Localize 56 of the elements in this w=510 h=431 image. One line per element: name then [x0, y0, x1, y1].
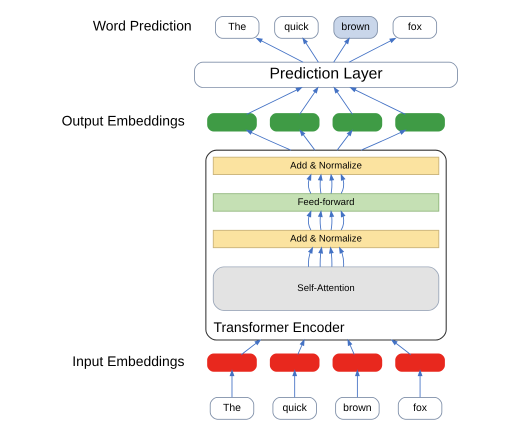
arrow	[317, 173, 322, 194]
arrow	[306, 210, 311, 230]
arrow	[348, 87, 406, 115]
arrow	[346, 338, 354, 356]
arrow	[332, 37, 350, 63]
arrow	[340, 210, 346, 230]
arrow	[336, 129, 352, 151]
arrow	[229, 369, 234, 398]
node-box: Add & Normalize	[212, 156, 439, 175]
node-box	[332, 113, 382, 132]
arrow	[298, 129, 315, 151]
node-box: Self-Attention	[212, 266, 439, 311]
node-box: The	[209, 397, 254, 420]
node-box	[269, 354, 319, 372]
arrow	[332, 86, 352, 115]
node-box: fox	[397, 397, 442, 420]
arrow	[348, 38, 396, 63]
arrow	[318, 246, 323, 268]
label: Input Embeddings	[72, 352, 184, 369]
node-box	[269, 113, 319, 132]
node-box: quick	[272, 397, 316, 420]
node-box: fox	[392, 16, 437, 39]
arrow	[292, 369, 297, 398]
arrow	[417, 369, 422, 398]
arrow	[296, 338, 304, 356]
node-box: brown	[332, 16, 378, 39]
node-box: Prediction Layer	[194, 62, 458, 88]
arrow	[255, 38, 304, 63]
node-box: brown	[334, 397, 380, 420]
arrow	[354, 369, 360, 398]
node-box: The	[214, 16, 259, 39]
arrow	[307, 246, 313, 268]
node-box	[394, 113, 444, 132]
arrow	[340, 174, 346, 194]
node-box	[332, 354, 382, 372]
node-box	[206, 354, 256, 372]
arrow	[306, 174, 311, 194]
arrow	[302, 37, 318, 63]
arrow	[360, 130, 406, 151]
arrow	[317, 210, 322, 230]
node-box	[394, 354, 444, 372]
arrow	[240, 339, 261, 356]
label: Output Embeddings	[61, 112, 184, 129]
node-box: Add & Normalize	[212, 230, 439, 248]
node-box: quick	[274, 16, 318, 39]
arrow	[328, 173, 334, 194]
label: Word Prediction	[92, 18, 192, 34]
arrow	[390, 339, 411, 356]
arrow	[328, 246, 334, 268]
arrow	[328, 210, 334, 230]
arrow	[244, 130, 291, 151]
arrow	[298, 86, 318, 115]
arrow	[338, 246, 344, 268]
node-box	[206, 113, 256, 132]
arrow	[246, 87, 302, 115]
node-box: Feed-forward	[212, 193, 439, 212]
